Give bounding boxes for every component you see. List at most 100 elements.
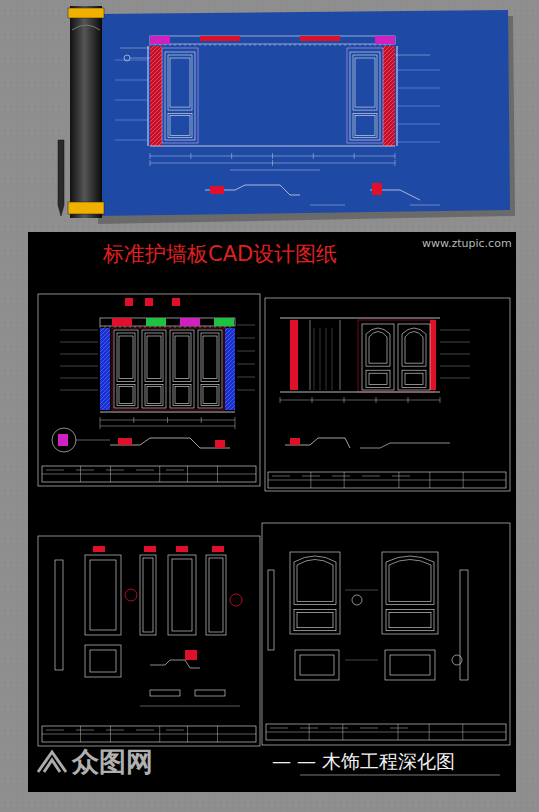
cad-stroke: [140, 555, 156, 635]
cad-line: [115, 326, 116, 328]
cad-stroke: [294, 609, 336, 630]
cad-line: [245, 44, 246, 46]
cad-path: [124, 55, 130, 61]
cad-line: [285, 44, 286, 46]
cad-line: [120, 326, 121, 328]
cad-line: [375, 44, 376, 46]
cad-line: [312, 397, 313, 403]
cad-stroke: [145, 385, 163, 406]
cad-line: [398, 472, 399, 488]
cad-line: [175, 44, 176, 46]
cad-stroke: [201, 333, 219, 381]
cad-line: [240, 44, 241, 46]
page-title: 标准护墙板CAD设计图纸: [103, 244, 337, 265]
cad-line: [185, 326, 186, 328]
cad-stroke: [90, 650, 116, 672]
cad-line: [167, 417, 168, 423]
cad-line: [200, 44, 201, 46]
cad-line: [42, 734, 256, 735]
cad-line: [187, 466, 188, 482]
cad-stroke: [170, 58, 190, 107]
cad-line: [165, 326, 166, 328]
cad-line: [145, 326, 146, 328]
pillar-section: [383, 46, 395, 146]
cad-stroke: [347, 48, 383, 143]
cad-line: [332, 476, 350, 477]
marker: [144, 546, 156, 552]
cad-line: [76, 730, 94, 731]
cad-line: [166, 730, 184, 731]
cad-line: [314, 328, 315, 390]
cad-line: [440, 330, 470, 331]
cad-line: [100, 417, 101, 423]
cad-stroke: [405, 373, 423, 384]
cad-stroke: [142, 330, 166, 408]
cad-line: [115, 80, 148, 81]
cad-path: [297, 560, 333, 602]
cad-stroke: [203, 387, 217, 404]
cad-line: [355, 44, 356, 46]
cad-path: [366, 328, 390, 366]
marker: [212, 546, 224, 552]
cornice-color: [146, 318, 166, 326]
cad-line: [397, 70, 440, 71]
cad-stroke: [402, 370, 426, 387]
cad-stroke: [168, 114, 192, 138]
cad-stroke: [389, 612, 431, 627]
cad-stroke: [173, 385, 191, 406]
sheet-frame: [38, 294, 260, 486]
cad-stroke: [85, 555, 121, 635]
cad-stroke: [117, 333, 135, 381]
cad-line: [330, 728, 348, 729]
cad-line: [106, 470, 124, 471]
cad-stroke: [206, 555, 226, 635]
cad-line: [210, 326, 211, 328]
cad-line: [225, 44, 226, 46]
cad-stroke: [168, 55, 192, 110]
cad-line: [310, 472, 311, 488]
cad-stroke: [297, 612, 333, 627]
cad-line: [60, 378, 98, 379]
paper-roll: [70, 6, 102, 218]
cad-line: [165, 44, 166, 46]
cad-line: [463, 472, 464, 488]
cad-stroke: [195, 690, 225, 696]
cad-line: [217, 466, 218, 482]
cad-line: [235, 417, 236, 423]
cad-line: [344, 397, 345, 403]
cad-stroke: [175, 387, 189, 404]
cad-stroke: [390, 655, 430, 675]
cad-line: [159, 466, 160, 482]
cad-line: [332, 328, 333, 390]
cad-line: [130, 326, 131, 328]
cad-line: [320, 328, 321, 390]
cad-line: [280, 400, 440, 401]
cad-line: [135, 326, 136, 328]
cad-line: [147, 46, 148, 146]
cad-stroke: [386, 609, 434, 630]
cad-stroke: [147, 387, 161, 404]
cad-line: [187, 726, 188, 742]
cad-path: [405, 332, 423, 364]
site-url: www.ztupic.com: [422, 238, 512, 249]
cad-line: [410, 205, 440, 206]
cad-line: [100, 423, 101, 429]
cad-line: [280, 392, 440, 393]
cornice-color: [375, 36, 395, 44]
cad-line: [100, 412, 235, 413]
cad-line: [190, 153, 191, 159]
cad-line: [217, 726, 218, 742]
cad-line: [150, 153, 151, 159]
cad-line: [462, 724, 463, 740]
cad-line: [195, 326, 196, 328]
cad-line: [150, 160, 151, 166]
cad-stroke: [145, 333, 163, 381]
cad-line: [365, 44, 366, 46]
cad-stroke: [385, 650, 435, 680]
cad-stroke: [119, 387, 133, 404]
cad-path: [285, 438, 350, 448]
cad-path: [294, 556, 336, 604]
cad-stroke: [168, 555, 196, 635]
cad-line: [166, 470, 184, 471]
